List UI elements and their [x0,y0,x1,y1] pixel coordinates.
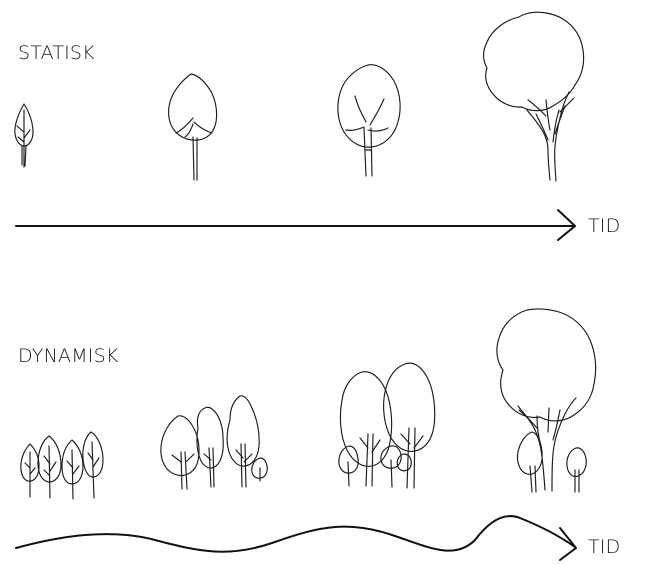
static-tree-stage-4 [484,12,584,181]
dynamic-group-stage-2 [161,396,267,489]
time-axis-wavy [16,516,576,560]
dynamic-group-stage-3 [339,363,435,488]
dynamic-row [16,309,596,560]
dynamic-group-stage-4 [497,309,596,492]
time-axis-straight [16,210,575,240]
dynamic-group-stage-1 [21,432,103,499]
static-row [15,12,584,240]
static-tree-stage-1 [15,104,33,167]
static-tree-stage-2 [169,74,217,180]
static-tree-stage-3 [338,65,400,176]
